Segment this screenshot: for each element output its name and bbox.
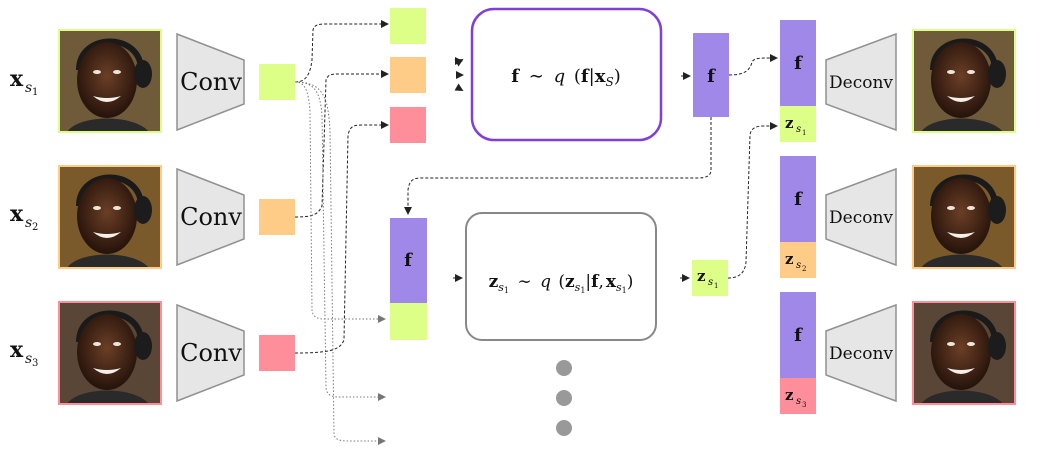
gathered-box-1 bbox=[390, 8, 426, 44]
connector-z-to-decoder bbox=[727, 122, 778, 279]
feature-box-2 bbox=[259, 199, 295, 235]
svg-text:f: f bbox=[794, 189, 803, 210]
decoder-label-3: Deconv bbox=[829, 344, 893, 364]
output-face-3 bbox=[912, 301, 1016, 405]
input-face-1 bbox=[58, 29, 162, 133]
encoder-2: Conv bbox=[176, 167, 245, 267]
connectors-gray bbox=[294, 81, 386, 445]
svg-text:2: 2 bbox=[802, 265, 806, 273]
svg-text:z: z bbox=[785, 250, 794, 268]
encoder-3: Conv bbox=[176, 303, 245, 403]
svg-text:s: s bbox=[796, 260, 801, 271]
posterior-z-box: zs1 ∼ q (zs1|f,xs1) bbox=[465, 212, 657, 341]
svg-text:1: 1 bbox=[32, 87, 38, 98]
ellipsis-dots bbox=[556, 360, 572, 436]
input-label-1: x s 1 bbox=[10, 66, 38, 98]
svg-text:s: s bbox=[25, 351, 32, 367]
connector-f-to-decoder bbox=[728, 54, 778, 76]
f-block-top: f bbox=[693, 33, 729, 117]
svg-text:z: z bbox=[785, 114, 794, 132]
posterior-f-formula: f ∼ q (f|xS) bbox=[511, 66, 620, 89]
svg-text:x: x bbox=[10, 66, 24, 92]
svg-text:z: z bbox=[697, 267, 706, 285]
svg-text:f: f bbox=[794, 53, 803, 74]
svg-text:f: f bbox=[707, 66, 716, 87]
input-face-3 bbox=[58, 301, 162, 405]
svg-text:1: 1 bbox=[802, 129, 806, 137]
decoder-label-2: Deconv bbox=[829, 208, 893, 228]
svg-text:x: x bbox=[10, 337, 24, 363]
connectors-dark bbox=[294, 20, 463, 354]
svg-text:s: s bbox=[796, 396, 801, 407]
output-face-1 bbox=[912, 29, 1016, 133]
decoder-2: Deconv bbox=[825, 167, 897, 267]
posterior-z-formula: zs1 ∼ q (zs1|f,xs1) bbox=[489, 272, 634, 298]
decoder-3: Deconv bbox=[825, 303, 897, 403]
svg-text:3: 3 bbox=[802, 401, 806, 409]
decoder-label-1: Deconv bbox=[829, 73, 893, 93]
svg-text:1: 1 bbox=[714, 282, 718, 290]
decoder-stack-2: f z s 2 bbox=[780, 156, 816, 278]
svg-text:s: s bbox=[708, 277, 713, 288]
input-label-2: x s 2 bbox=[10, 201, 38, 233]
encoder-1: Conv bbox=[176, 32, 245, 132]
svg-text:x: x bbox=[10, 201, 24, 227]
svg-text:f: f bbox=[794, 325, 803, 346]
encoder-label-1: Conv bbox=[180, 68, 242, 96]
input-label-3: x s 3 bbox=[10, 337, 38, 369]
svg-text:z: z bbox=[785, 386, 794, 404]
connector-f-to-lower bbox=[404, 117, 712, 215]
input-face-2 bbox=[58, 165, 162, 269]
svg-text:s: s bbox=[796, 124, 801, 135]
decoder-stack-1: f z s 1 bbox=[780, 20, 816, 142]
svg-text:s: s bbox=[25, 215, 32, 231]
gathered-box-3 bbox=[390, 107, 426, 143]
z-out-box: z s 1 bbox=[692, 260, 728, 296]
feature-box-1 bbox=[259, 64, 295, 100]
encoder-label-2: Conv bbox=[180, 203, 242, 231]
output-face-2 bbox=[912, 165, 1016, 269]
lower-fz-stack: f bbox=[390, 218, 427, 340]
gathered-box-2 bbox=[390, 57, 426, 93]
posterior-f-input-arrows bbox=[454, 59, 464, 91]
svg-text:f: f bbox=[404, 250, 413, 271]
svg-text:3: 3 bbox=[32, 358, 38, 369]
svg-text:s: s bbox=[25, 80, 32, 96]
decoder-stack-3: f z s 3 bbox=[780, 292, 816, 414]
decoder-1: Deconv bbox=[825, 32, 897, 132]
encoder-label-3: Conv bbox=[180, 339, 242, 367]
svg-text:2: 2 bbox=[32, 222, 38, 233]
feature-box-3 bbox=[259, 335, 295, 371]
posterior-f-box: f ∼ q (f|xS) bbox=[470, 7, 663, 142]
